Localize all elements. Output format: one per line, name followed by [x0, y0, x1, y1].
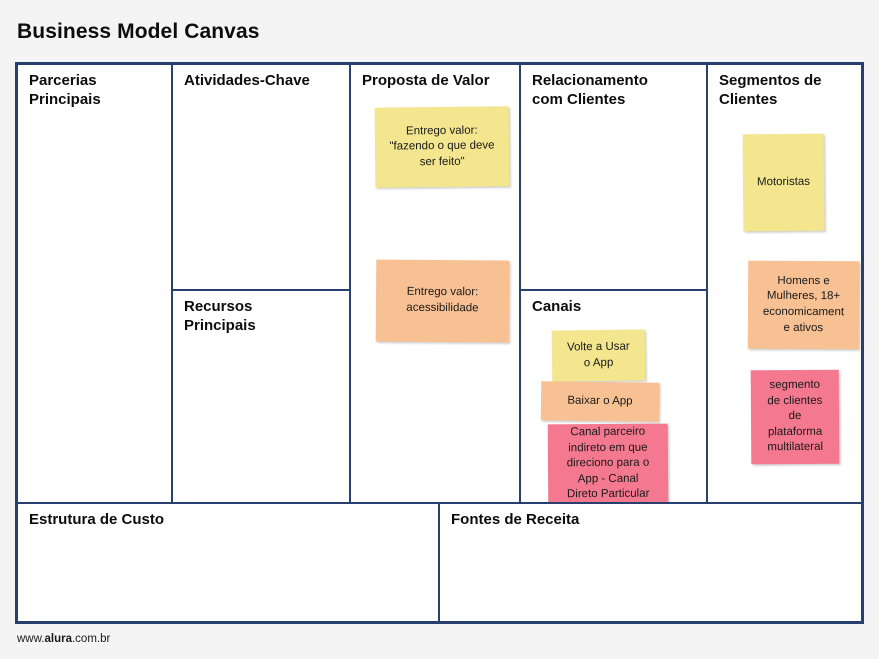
sticky-note-entrego-valor-acessibilidade[interactable]: Entrego valor: acessibilidade	[375, 259, 510, 343]
block-title-canais: Canais	[532, 298, 582, 315]
sticky-note-motoristas[interactable]: Motoristas	[742, 133, 825, 232]
divider-atividades-recursos	[171, 289, 349, 291]
sticky-note-volte-a-usar-o-app[interactable]: Volte a Usar o App	[551, 329, 646, 382]
divider-relacionamento-canais	[519, 289, 706, 291]
divider-col-3	[519, 65, 521, 502]
block-estrutura-de-custo[interactable]: Estrutura de Custo	[18, 504, 438, 621]
sticky-note-homens-e-mulheres[interactable]: Homens e Mulheres, 18+ economicament e a…	[747, 260, 860, 350]
divider-col-2	[349, 65, 351, 502]
footer-url: www.alura.com.br	[17, 633, 110, 645]
divider-col-1	[171, 65, 173, 502]
block-title-relacionamento: Relacionamento com Clientes	[532, 72, 648, 108]
block-atividades-chave[interactable]: Atividades-Chave	[173, 65, 349, 289]
footer-url-brand: alura	[44, 633, 72, 645]
block-fontes-de-receita[interactable]: Fontes de Receita	[440, 504, 861, 621]
business-model-canvas: Parcerias Principais Atividades-Chave Re…	[15, 62, 864, 624]
sticky-note-canal-parceiro-indireto[interactable]: Canal parceiro indireto em que direciono…	[547, 423, 669, 502]
block-title-segmentos: Segmentos de Clientes	[719, 72, 822, 108]
block-title-custo: Estrutura de Custo	[29, 511, 165, 528]
block-title-recursos: Recursos Principais	[184, 298, 256, 334]
block-segmentos-de-clientes[interactable]: Segmentos de Clientes Motoristas Homens …	[708, 65, 861, 502]
divider-col-4	[706, 65, 708, 502]
block-proposta-de-valor[interactable]: Proposta de Valor Entrego valor: "fazend…	[351, 65, 519, 502]
block-title-atividades: Atividades-Chave	[184, 72, 310, 89]
sticky-note-segmento-plataforma-multilateral[interactable]: segmento de clientes de plataforma multi…	[750, 369, 840, 465]
sticky-note-baixar-o-app[interactable]: Baixar o App	[540, 381, 660, 422]
sticky-note-entrego-valor-fazendo[interactable]: Entrego valor: "fazendo o que deve ser f…	[374, 106, 510, 188]
block-title-proposta: Proposta de Valor	[362, 72, 490, 89]
footer-url-prefix: www.	[17, 633, 45, 645]
divider-custo-receita	[438, 502, 440, 621]
block-relacionamento-com-clientes[interactable]: Relacionamento com Clientes	[521, 65, 706, 289]
block-title-parcerias: Parcerias Principais	[29, 72, 101, 108]
block-title-receita: Fontes de Receita	[451, 511, 580, 528]
footer-url-suffix: .com.br	[71, 633, 111, 645]
block-canais[interactable]: Canais Volte a Usar o App Baixar o App C…	[521, 291, 706, 502]
block-parcerias-principais[interactable]: Parcerias Principais	[18, 65, 171, 502]
page-title: Business Model Canvas	[17, 20, 260, 43]
block-recursos-principais[interactable]: Recursos Principais	[173, 291, 349, 502]
